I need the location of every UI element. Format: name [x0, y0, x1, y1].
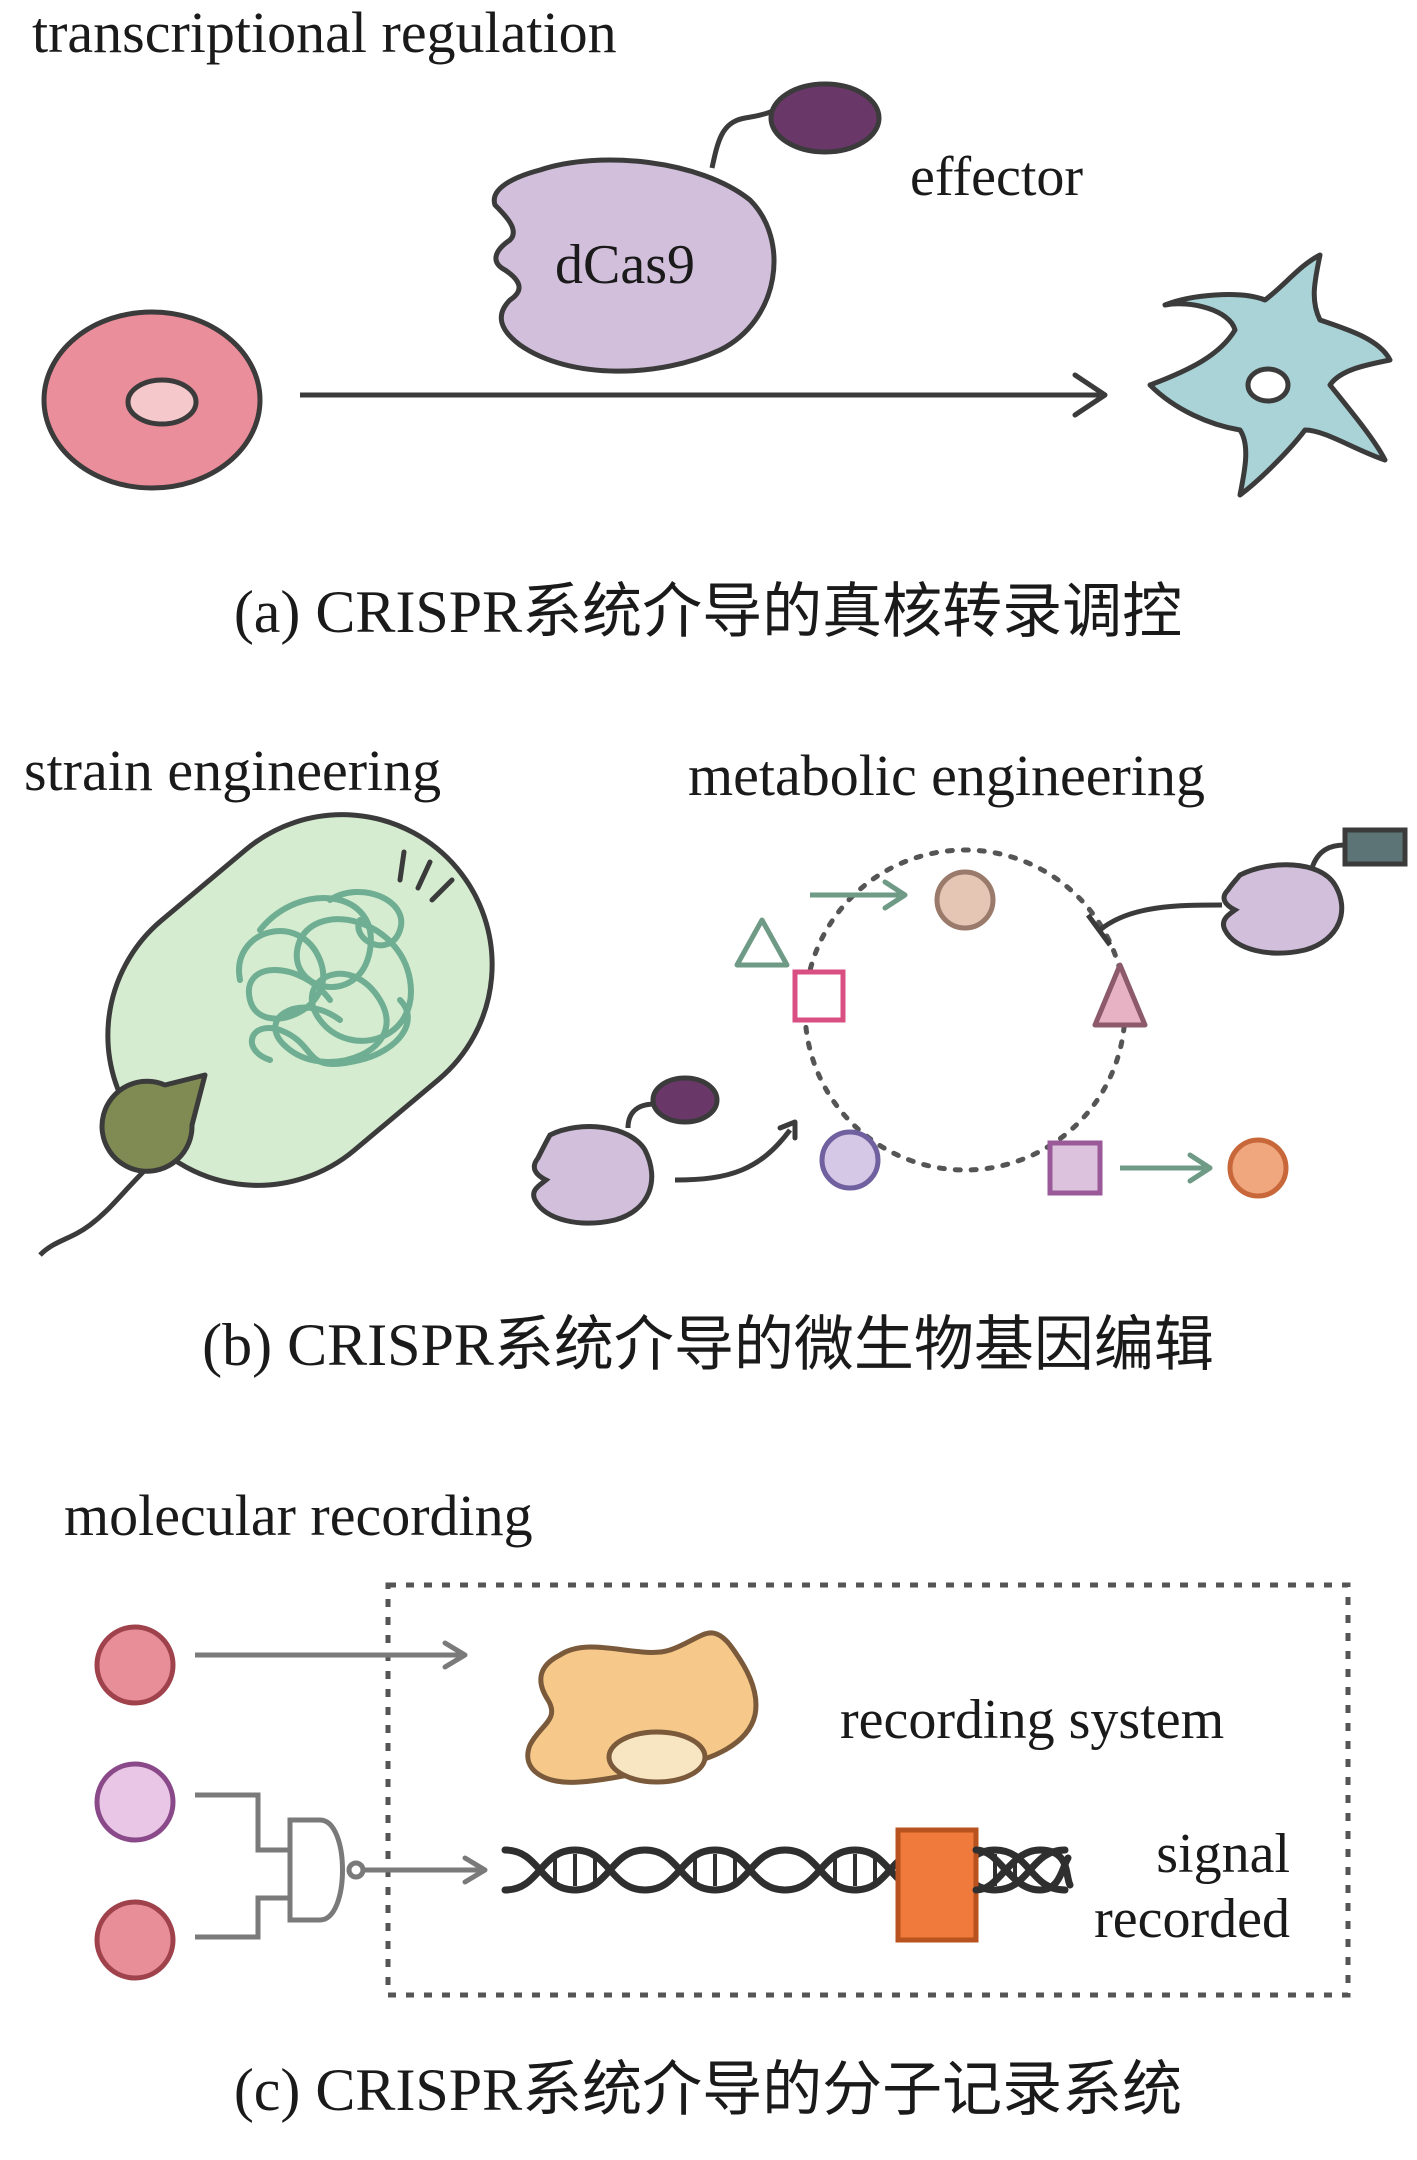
- recorder-ellipse: [606, 1729, 708, 1785]
- circle-tan-icon: [934, 869, 996, 931]
- repressor-block-icon: [1342, 827, 1408, 867]
- activator-effector: [650, 1075, 720, 1125]
- bacterium-body: [105, 812, 495, 1188]
- arrow-from-cycle: [1120, 1152, 1213, 1184]
- activator-dcas9: [531, 1075, 798, 1226]
- logic-gate: [195, 1792, 488, 1940]
- pacman-cas-icon: [99, 1072, 208, 1174]
- circle-lavender-icon: [819, 1129, 881, 1191]
- bacterium: [38, 812, 495, 1257]
- recorder-protein: [525, 1630, 759, 1785]
- panel-c: molecular recording recording system: [64, 1483, 1351, 2123]
- stem-cell: [41, 309, 263, 491]
- effector-label: effector: [910, 146, 1083, 208]
- pili: [397, 849, 455, 903]
- neuron-nucleus: [1245, 366, 1291, 404]
- triangle-green-icon: [734, 917, 790, 968]
- arrow-to-recorder: [195, 1640, 468, 1670]
- molecular-recording-title: molecular recording: [64, 1483, 533, 1548]
- panel-a-title: transcriptional regulation: [32, 0, 617, 65]
- differentiation-arrow: [300, 372, 1108, 418]
- inhibitor-dcas9-shape: [1220, 862, 1345, 956]
- dna-tangle: [236, 889, 414, 1068]
- recorded-marker: [895, 1827, 979, 1943]
- activator-dcas9-shape: [531, 1124, 655, 1226]
- input-signal-1: [94, 1624, 176, 1706]
- dna-helix: [501, 1827, 1074, 1943]
- strain-engineering-title: strain engineering: [24, 738, 441, 803]
- panel-a-caption: (a) CRISPR系统介导的真核转录调控: [234, 579, 1182, 645]
- arrow-to-cycle: [810, 879, 908, 911]
- neuron-cell: [1147, 252, 1393, 498]
- input-signal-2: [94, 1761, 176, 1843]
- stem-cell-nucleus: [125, 377, 199, 427]
- square-pink-icon: [792, 969, 846, 1023]
- triangle-pink-icon: [1092, 962, 1148, 1028]
- inhibition-bar: [1085, 913, 1113, 947]
- flagellum: [38, 1163, 152, 1257]
- inhibition-line: [1098, 902, 1223, 932]
- recording-system-label: recording system: [840, 1689, 1224, 1751]
- panel-b-caption: (b) CRISPR系统介导的微生物基因编辑: [202, 1312, 1214, 1378]
- metabolic-cycle: [531, 827, 1408, 1226]
- recorded-label: recorded: [1094, 1888, 1290, 1950]
- panel-c-caption: (c) CRISPR系统介导的分子记录系统: [234, 2057, 1182, 2123]
- panel-a: transcriptional regulation dCas9 effecto…: [32, 0, 1393, 645]
- panel-b: strain engineering metabolic engineering: [24, 738, 1408, 1378]
- dcas9-protein: dCas9: [491, 157, 777, 374]
- effector-domain: [768, 81, 882, 155]
- dcas9-shape: [491, 157, 777, 374]
- circle-orange-icon: [1227, 1137, 1289, 1199]
- signal-label: signal: [1156, 1823, 1290, 1885]
- metabolic-engineering-title: metabolic engineering: [688, 743, 1205, 808]
- inhibitor-dcas9: [1085, 827, 1408, 956]
- input-signal-3: [94, 1899, 176, 1981]
- dcas9-label: dCas9: [555, 234, 695, 296]
- activation-line: [674, 1128, 792, 1183]
- square-lilac-icon: [1047, 1140, 1103, 1196]
